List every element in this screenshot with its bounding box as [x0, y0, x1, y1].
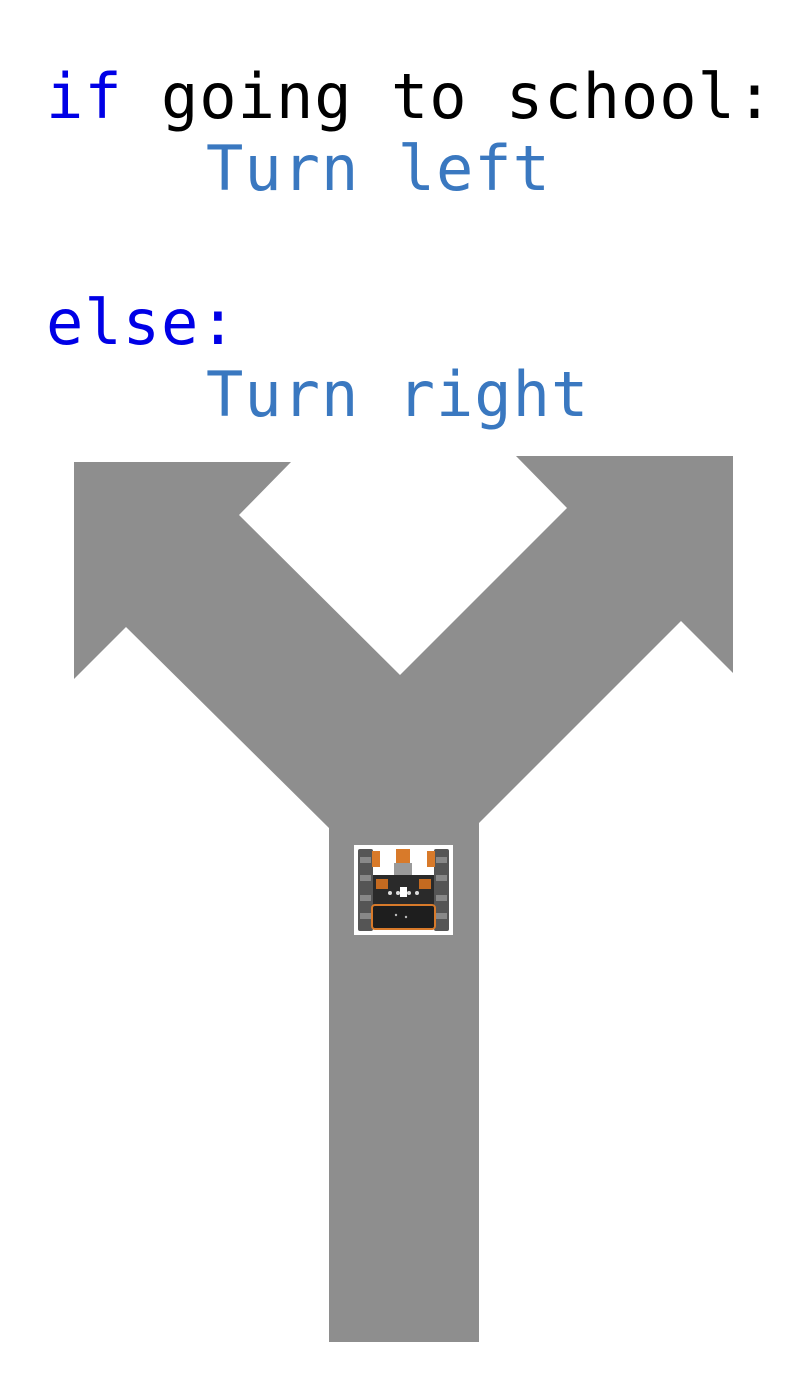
robot-icon [354, 845, 453, 935]
if-keyword: if [46, 60, 123, 133]
right-wheel-icon [434, 849, 449, 931]
left-wheel-icon [358, 849, 373, 931]
turn-right-statement: Turn right [206, 358, 590, 431]
if-condition: going to school: [122, 60, 775, 133]
turn-left-statement: Turn left [206, 132, 551, 205]
if-line: if going to school: [46, 66, 774, 128]
else-keyword: else: [46, 286, 238, 359]
